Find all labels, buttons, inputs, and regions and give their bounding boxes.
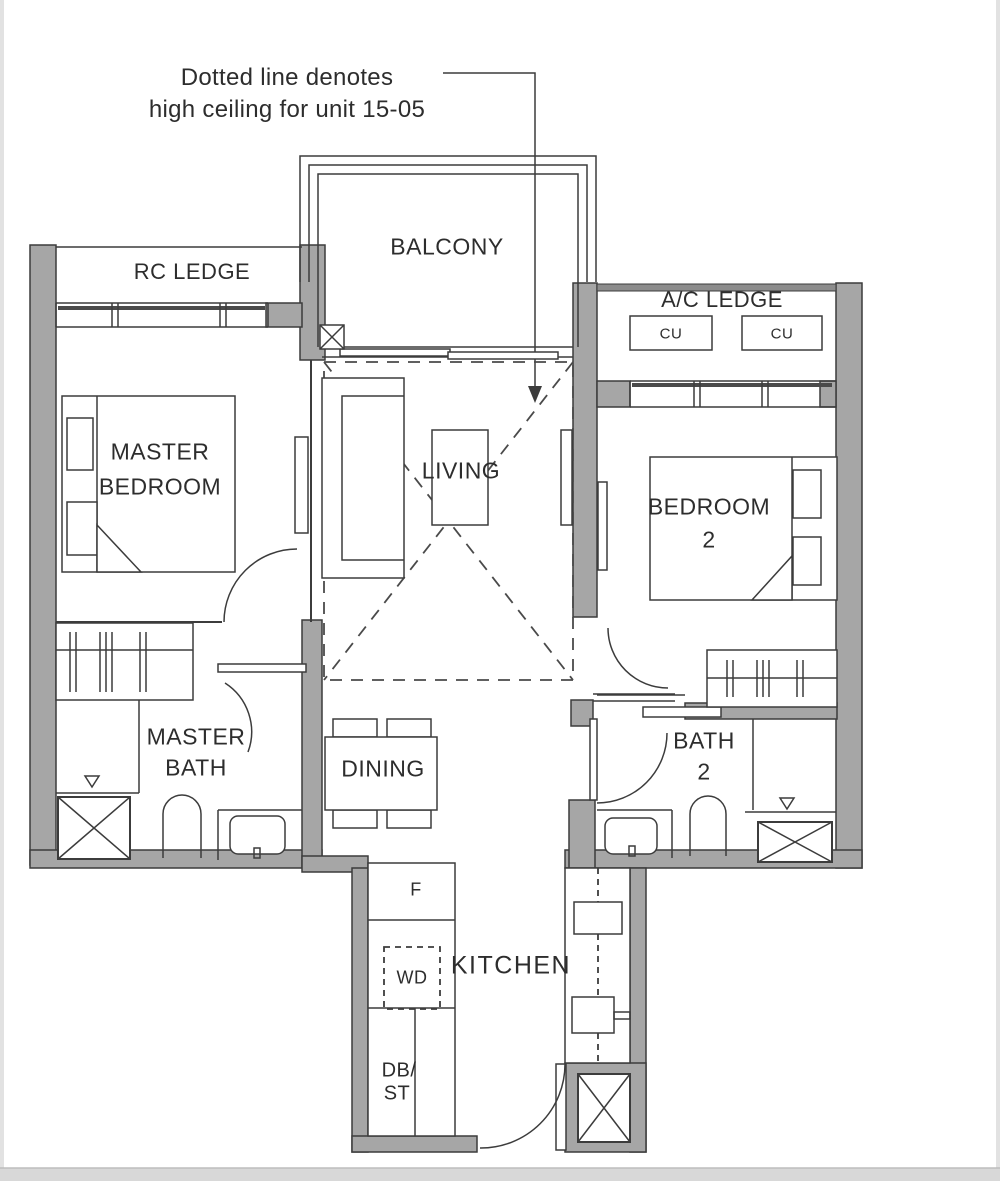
- balcony-sliding-panel: [447, 351, 559, 360]
- chair: [332, 718, 378, 738]
- shower-enclosure: [745, 719, 836, 813]
- nightstand: [792, 469, 822, 519]
- drain-icon: [778, 797, 796, 811]
- bedroom2-sliding-panel: [597, 481, 608, 571]
- sink-icon: [604, 817, 658, 855]
- nightstand: [66, 501, 98, 556]
- bedroom2-furniture: [649, 456, 838, 708]
- cooktop-handle: [613, 1011, 631, 1020]
- bedroom2-door-arc: [607, 627, 669, 689]
- master-sliding-door: [294, 436, 309, 534]
- chair: [386, 718, 432, 738]
- chair: [386, 809, 432, 829]
- cooktop: [571, 996, 615, 1034]
- master-window: [55, 302, 269, 328]
- balcony-sliding-panel: [339, 348, 451, 357]
- living-sliding-panel: [560, 429, 573, 526]
- label-master-bath-2: BATH: [165, 754, 227, 781]
- wall-hall-west: [301, 619, 323, 869]
- dining-furniture: [324, 718, 438, 829]
- shower-enclosure: [56, 700, 140, 794]
- wall-left: [29, 244, 57, 866]
- vanity-counter: [597, 809, 673, 858]
- label-rc-ledge: RC LEDGE: [133, 259, 251, 284]
- entrance-jamb: [555, 1063, 567, 1151]
- interior-walls: [56, 360, 722, 1151]
- cu-box-left: [629, 315, 713, 351]
- master-bedroom-furniture: [55, 395, 236, 701]
- wall-center-divider: [572, 282, 598, 618]
- wall-ac-ledge-top: [596, 283, 837, 292]
- ac-ledge-units: [629, 315, 823, 351]
- label-washer-dryer: WD: [396, 967, 428, 988]
- wall-right: [835, 282, 863, 869]
- bedroom2-window: [629, 380, 836, 408]
- nightstand: [66, 417, 94, 471]
- washer-dryer-box: [383, 946, 441, 1010]
- bed-fold: [750, 554, 793, 601]
- wall-bath2-west: [568, 799, 596, 869]
- masterbath-door-arc: [224, 682, 253, 753]
- sofa: [321, 377, 405, 579]
- label-bedroom2-2: 2: [702, 526, 716, 553]
- label-master-bedroom-2: BEDROOM: [98, 473, 222, 500]
- label-master-bath-1: MASTER: [146, 723, 246, 750]
- kitchen-sink: [573, 901, 623, 935]
- label-db-st-1: DB/: [381, 1059, 417, 1082]
- nightstand: [792, 536, 822, 586]
- annotation-line1: Dotted line denotes: [180, 64, 394, 91]
- master-bath-fixtures: [56, 700, 302, 860]
- bath2-sliding-track: [593, 693, 675, 702]
- toilet-icon: [162, 794, 202, 858]
- vanity-counter: [217, 809, 302, 860]
- bed-fold: [96, 523, 143, 573]
- tap-icon: [628, 845, 636, 857]
- chair: [332, 809, 378, 829]
- cu-box-right: [741, 315, 823, 351]
- wall-window-stub-bedroom2: [596, 380, 631, 408]
- doors: [223, 548, 669, 1149]
- wall-window-stub-left: [265, 302, 303, 328]
- annotation-line2: high ceiling for unit 15-05: [148, 96, 426, 123]
- label-ac-ledge: A/C LEDGE: [661, 287, 783, 312]
- sink-icon: [229, 815, 286, 855]
- label-bedroom2-1: BEDROOM: [647, 493, 771, 520]
- masterbath-sliding-door: [217, 663, 307, 673]
- label-fridge: F: [410, 879, 422, 900]
- wall-kitchen-west: [351, 867, 369, 1153]
- kitchen-left-counter: [367, 862, 456, 1137]
- label-cu-left: CU: [659, 325, 683, 343]
- wall-column-bath2: [570, 699, 594, 727]
- wall-kitchen-south: [351, 1135, 478, 1153]
- bath2-sliding-panel: [642, 706, 722, 718]
- dining-table: [324, 736, 438, 811]
- entrance-door-arc: [479, 1063, 566, 1149]
- kitchen-fixtures: [367, 862, 631, 1143]
- wall-bath2-thin: [589, 718, 598, 801]
- label-bath2-2: 2: [697, 758, 711, 785]
- windows: [55, 246, 836, 408]
- label-db-st-2: ST: [383, 1082, 411, 1105]
- toilet-icon: [689, 795, 727, 856]
- label-kitchen: KITCHEN: [450, 951, 572, 980]
- label-master-bedroom-1: MASTER: [110, 438, 210, 465]
- tap-icon: [253, 847, 261, 859]
- bath2-door-arc: [596, 732, 668, 804]
- label-living: LIVING: [421, 457, 501, 484]
- master-wardrobe: [55, 622, 194, 701]
- coffee-table: [431, 429, 489, 526]
- label-cu-right: CU: [770, 325, 794, 343]
- annotation-leader: [443, 72, 542, 403]
- label-balcony: BALCONY: [390, 233, 504, 260]
- label-bath2-1: BATH: [673, 727, 735, 754]
- drain-icon: [83, 775, 101, 789]
- master-bedroom-door-arc: [223, 548, 298, 623]
- arrow-down-icon: [528, 386, 542, 403]
- balcony-walls: [299, 155, 597, 360]
- label-dining: DINING: [341, 755, 425, 782]
- bath2-fixtures: [597, 719, 836, 863]
- living-furniture: [321, 377, 489, 579]
